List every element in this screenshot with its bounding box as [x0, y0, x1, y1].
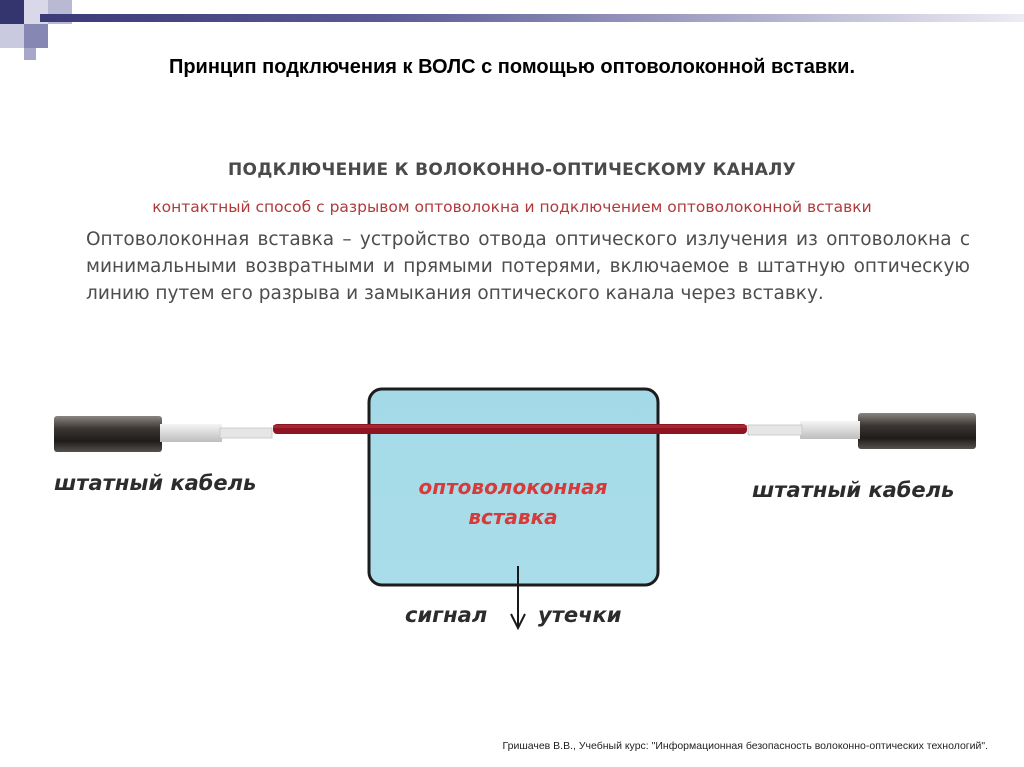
red-fiber-highlight: [273, 425, 747, 428]
right-fiber-ferrule: [747, 424, 803, 436]
left-fiber-ferrule: [219, 427, 273, 439]
insert-box: [367, 387, 660, 587]
figure-heading: ПОДКЛЮЧЕНИЕ К ВОЛОКОННО-ОПТИЧЕСКОМУ КАНА…: [227, 160, 797, 180]
left-cable-label: штатный кабель: [54, 471, 256, 495]
insert-label-line2: вставка: [468, 505, 557, 529]
signal-label: сигнал: [405, 603, 487, 627]
left-fiber-sleeve: [160, 424, 222, 442]
corner-decoration: [0, 0, 80, 60]
left-cable-jacket: [54, 416, 162, 452]
insert-label-line1: оптоволоконная: [419, 475, 608, 499]
definition-text: Оптоволоконная вставка – устройство отво…: [86, 229, 970, 304]
right-cable-jacket: [858, 413, 976, 449]
right-fiber-sleeve: [800, 421, 860, 439]
leak-label: утечки: [538, 603, 622, 627]
header-bar: [40, 14, 1024, 22]
slide-title: Принцип подключения к ВОЛС с помощью опт…: [168, 56, 856, 78]
leak-arrow-head-icon: [510, 613, 526, 631]
footer-credit: Гришачев В.В., Учебный курс: "Информацио…: [502, 740, 988, 752]
figure-subheading: контактный способ с разрывом оптоволокна…: [152, 198, 872, 216]
right-cable-label: штатный кабель: [752, 478, 954, 502]
